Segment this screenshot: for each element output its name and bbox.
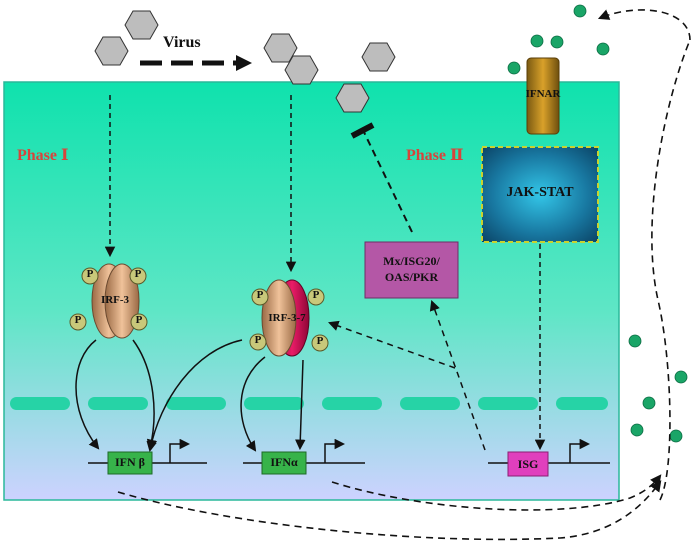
effector-label-line1: Mx/ISG20/	[383, 254, 440, 268]
ifn-beta-label: IFN β	[115, 455, 145, 469]
phospho-circle	[81, 267, 99, 285]
irf37-to-ifna-arrow	[240, 356, 266, 452]
irf3-to-ifnb-arrow-2	[132, 339, 158, 451]
phospho-label: P	[312, 289, 320, 301]
phase-1-label: Phase Ⅰ	[17, 147, 69, 164]
virus-hexagon	[361, 42, 396, 72]
ifn-alpha-label: IFNα	[270, 455, 298, 469]
phospho-label: P	[74, 314, 82, 326]
virus-hexagon	[284, 55, 319, 85]
virus-hexagon	[94, 36, 129, 66]
ifn-dot	[642, 396, 656, 410]
phospho-circle	[251, 288, 269, 306]
nuclear-membrane	[10, 397, 608, 410]
phospho-circle	[69, 313, 87, 331]
virus-particles	[94, 10, 396, 113]
ifn-dot	[669, 429, 683, 443]
effector-label-line2: OAS/PKR	[384, 270, 439, 284]
irf37-complex	[261, 279, 310, 357]
irf37-to-ifna-arrow-2	[295, 359, 306, 451]
irf37-label: IRF-3-7	[268, 312, 306, 324]
phospho-circle	[130, 313, 148, 331]
ifn-molecules	[507, 4, 688, 443]
isg-to-effector-arrow	[429, 300, 486, 451]
ifn-alpha-gene-box	[261, 451, 307, 475]
ifnar-receptor	[526, 57, 560, 135]
phospho-label: P	[135, 314, 143, 326]
ifn-export-path	[651, 39, 691, 501]
virus-hexagon	[335, 83, 370, 113]
ifn-dot	[530, 34, 544, 48]
ifn-dot	[628, 334, 642, 348]
phospho-label: P	[316, 335, 324, 347]
ifn-dot	[573, 4, 587, 18]
ifnb-secretion-path	[117, 480, 662, 541]
phospho-label: P	[86, 268, 94, 280]
phospho-label: P	[256, 289, 264, 301]
ifna-secretion-path	[331, 474, 662, 511]
irf3-to-ifnb-arrow	[75, 339, 100, 450]
virus-entry-arrowhead	[236, 55, 252, 71]
virus-hexagon	[124, 10, 159, 40]
ifn-dot	[596, 42, 610, 56]
isg-gene-box	[507, 451, 549, 477]
ifn-dot	[674, 370, 688, 384]
ifn-return-path	[597, 9, 691, 41]
phospho-label: P	[134, 268, 142, 280]
irf37-to-ifnb-arrow	[146, 339, 243, 453]
ifn-beta-gene-box	[107, 451, 153, 475]
inhibition-line	[361, 127, 413, 233]
jak-stat-box	[481, 146, 599, 243]
phospho-circle	[311, 334, 329, 352]
virus-label: Virus	[163, 34, 201, 51]
phospho-circle	[249, 333, 267, 351]
irf3-complex	[91, 263, 140, 339]
ifn-dot	[630, 423, 644, 437]
jak-stat-label: JAK-STAT	[506, 185, 574, 200]
phospho-groups	[69, 267, 329, 352]
phospho-circle	[307, 288, 325, 306]
ifn-dot	[507, 61, 521, 75]
inhibition-bar	[350, 122, 375, 139]
isg-label: ISG	[517, 457, 539, 471]
irf3-label: IRF-3	[100, 294, 130, 306]
effector-protein-box	[364, 241, 459, 299]
ifnar-label: IFNAR	[525, 88, 561, 100]
ifn-dot	[550, 35, 564, 49]
phospho-circle	[129, 267, 147, 285]
phase-2-label: Phase Ⅱ	[406, 147, 464, 164]
phospho-label: P	[254, 334, 262, 346]
isg-to-irf37-arrow	[328, 320, 456, 369]
